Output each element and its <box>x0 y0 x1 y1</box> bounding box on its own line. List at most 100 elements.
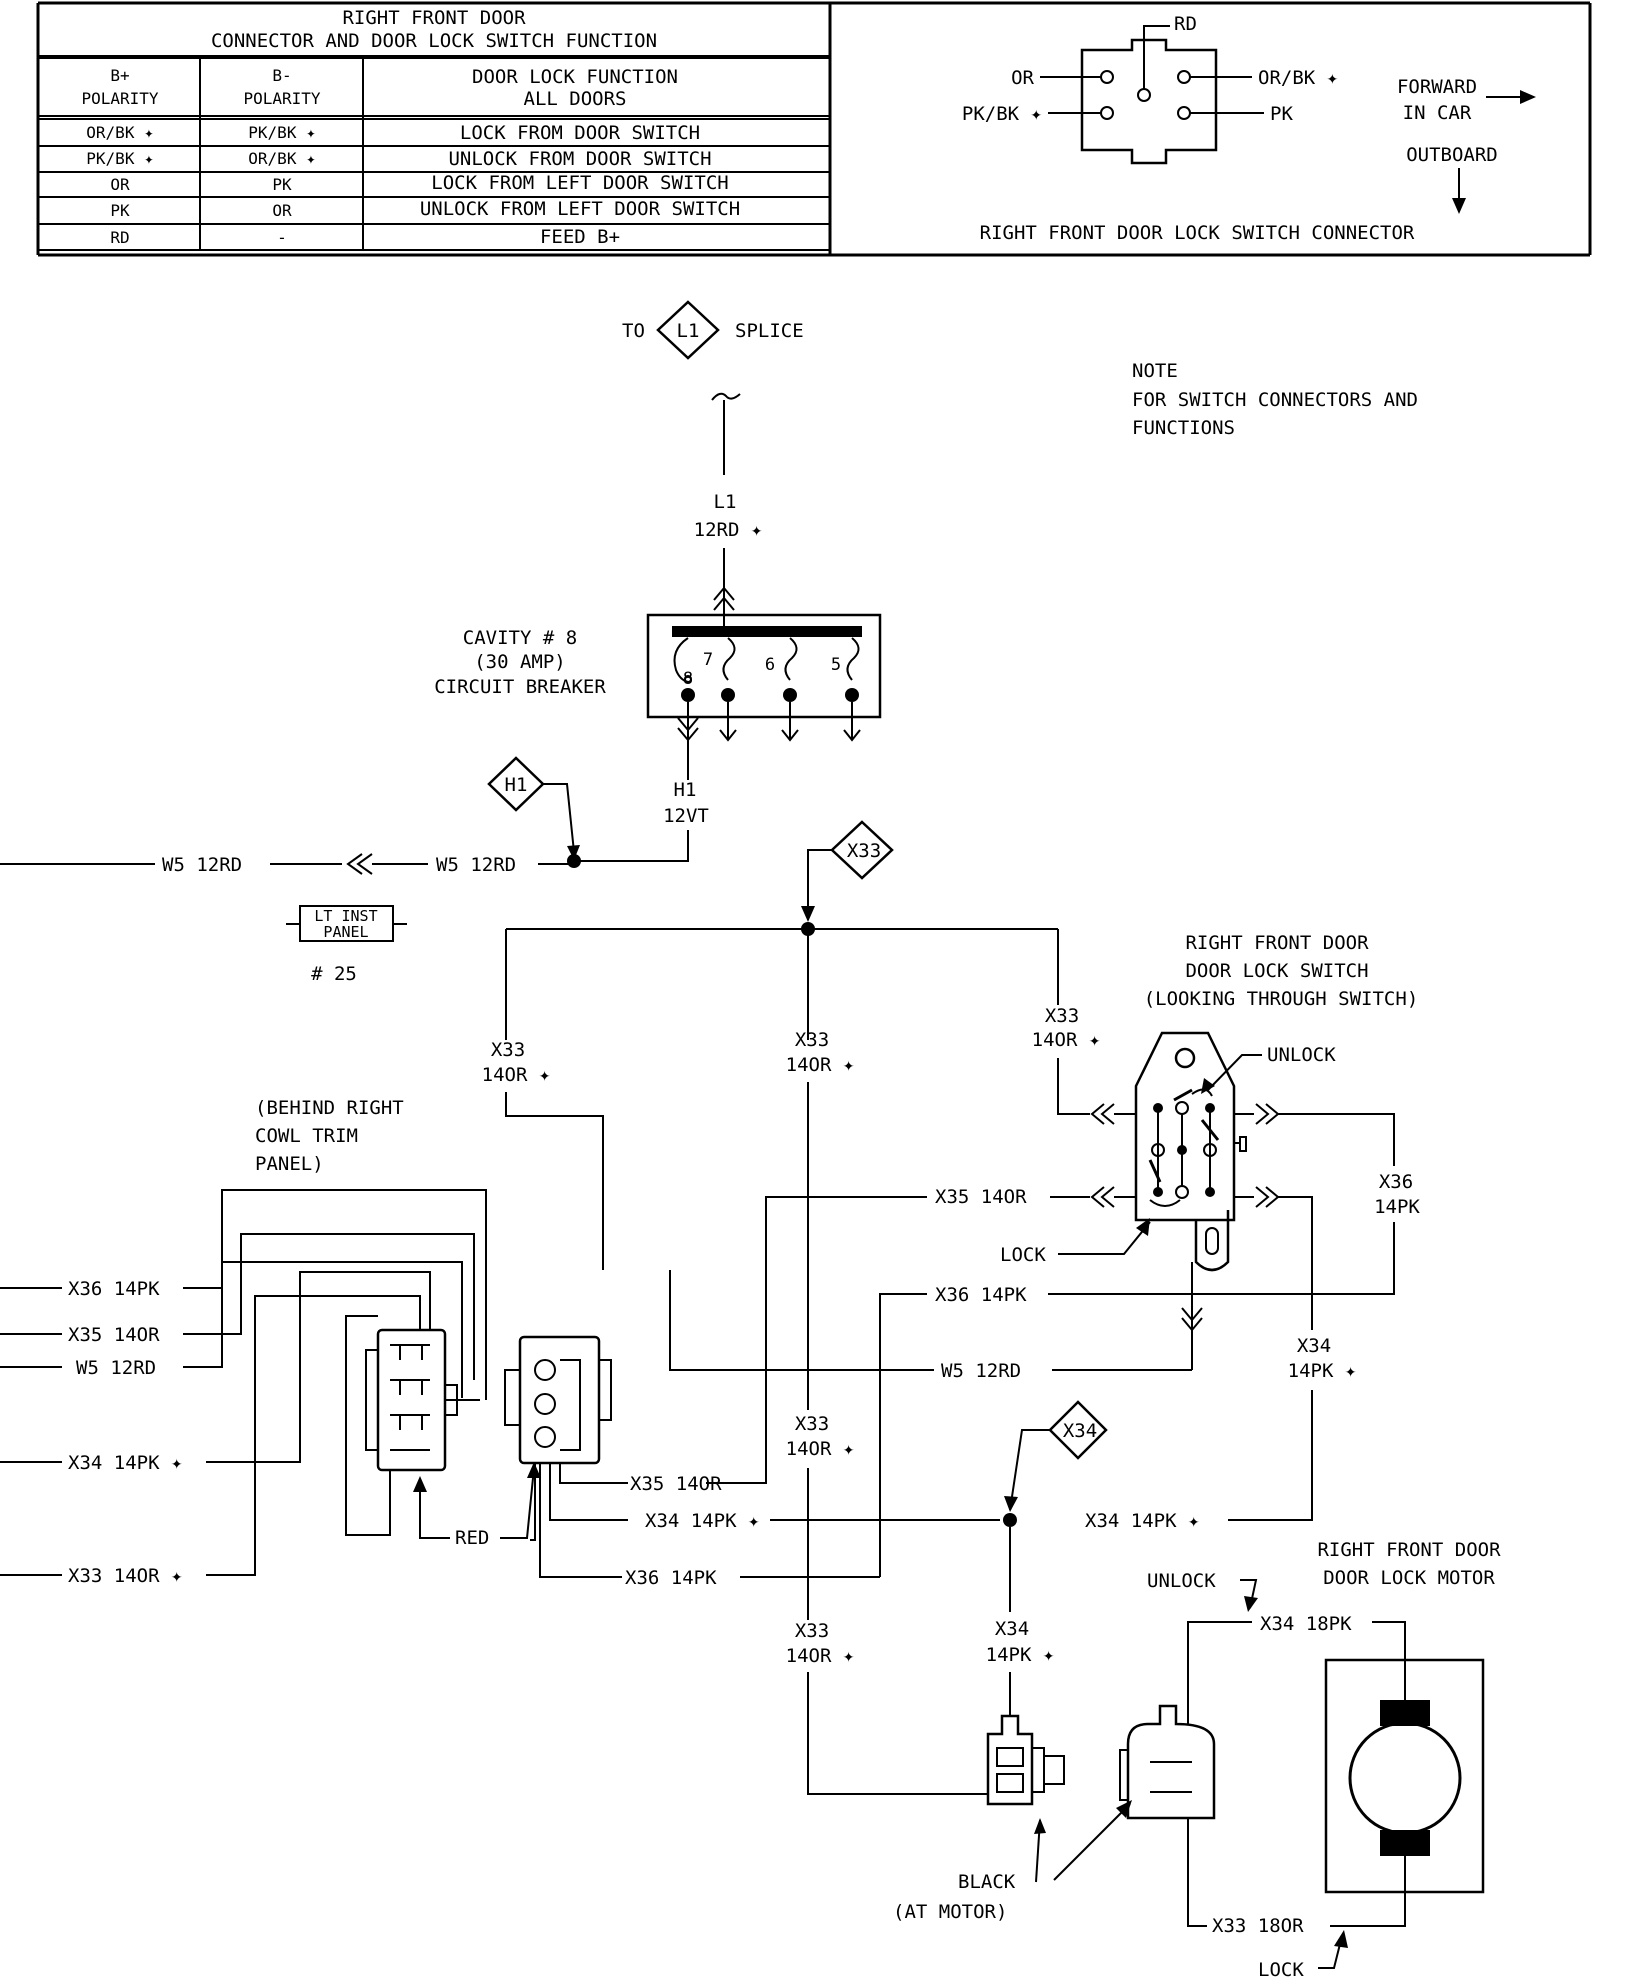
row-2-bminus: OR/BK ✦ <box>248 149 316 168</box>
conn-rd: RD <box>1174 13 1197 35</box>
row-4-bplus: PK <box>110 201 130 220</box>
outboard-label: OUTBOARD <box>1406 144 1498 166</box>
row-4-bminus: OR <box>272 201 292 220</box>
splice-diamond <box>656 300 720 360</box>
h-x34-label: X34 14PK ✦ <box>1085 1510 1200 1532</box>
behind-label-3: PANEL) <box>255 1153 324 1175</box>
x33-mid2-spec: 14OR ✦ <box>786 1438 855 1460</box>
x36-mid-label: X36 14PK <box>935 1284 1027 1306</box>
x34-diamond-label: X34 <box>1063 1420 1097 1442</box>
motor-title-2: DOOR LOCK MOTOR <box>1323 1567 1495 1589</box>
right-connector <box>504 1335 612 1465</box>
black-connector-motor <box>1119 1704 1216 1820</box>
x33-low-id: X33 <box>795 1620 829 1642</box>
note-line-2: FOR SWITCH CONNECTORS AND <box>1132 389 1418 411</box>
panel-label-3: # 25 <box>311 963 357 985</box>
black-label-2: (AT MOTOR) <box>893 1901 1007 1923</box>
note-line-3: FUNCTIONS <box>1132 417 1235 439</box>
left-x35-label: X35 14OR <box>68 1324 160 1346</box>
h1-wire-id: H1 <box>674 779 697 801</box>
panel-label-1: LT INST <box>314 907 377 925</box>
conn-pk: PK <box>1270 103 1293 125</box>
row-5-bminus: - <box>277 228 287 247</box>
l1-wire-id: L1 <box>714 491 737 513</box>
conn-or: OR <box>1011 67 1034 89</box>
connector-caption: RIGHT FRONT DOOR LOCK SWITCH CONNECTOR <box>980 222 1415 244</box>
splice-label: SPLICE <box>735 320 804 342</box>
forward-label-1: FORWARD <box>1397 76 1477 98</box>
row-1-bplus: OR/BK ✦ <box>86 123 154 142</box>
switch-title-1: RIGHT FRONT DOOR <box>1185 932 1369 954</box>
h1-diamond-label: H1 <box>505 774 528 796</box>
conn-orbk: OR/BK ✦ <box>1258 67 1339 89</box>
note-line-1: NOTE <box>1132 360 1178 382</box>
x33-diamond-label: X33 <box>847 840 881 862</box>
x34-right-spec: 14PK ✦ <box>1288 1360 1357 1382</box>
row-5-bplus: RD <box>110 228 129 247</box>
l1-wire-spec: 12RD ✦ <box>694 519 763 541</box>
table-title-2: CONNECTOR AND DOOR LOCK SWITCH FUNCTION <box>211 30 657 52</box>
black-connector-harness <box>986 1714 1065 1806</box>
w5-label-a: W5 12RD <box>162 854 242 876</box>
row-3-function: LOCK FROM LEFT DOOR SWITCH <box>431 172 728 194</box>
center-x36-label: X36 14PK <box>625 1567 717 1589</box>
breaker-term-7: 7 <box>703 650 713 670</box>
h1-diamond <box>487 756 545 812</box>
x33-mid-id: X33 <box>795 1029 829 1051</box>
row-3-bminus: PK <box>272 175 292 194</box>
behind-label-1: (BEHIND RIGHT <box>255 1097 404 1119</box>
header-function-1: DOOR LOCK FUNCTION <box>472 66 678 88</box>
cavity-label-2: (30 AMP) <box>474 651 566 673</box>
switch-connector-view: RD OR OR/BK ✦ PK/BK ✦ PK FORWARD IN CAR … <box>962 13 1536 244</box>
conn-pkbk: PK/BK ✦ <box>962 103 1043 125</box>
x33-left-id: X33 <box>491 1039 525 1061</box>
motor-x33-label: X33 18OR <box>1212 1915 1304 1937</box>
black-label-1: BLACK <box>958 1871 1016 1893</box>
red-label: RED <box>455 1527 489 1549</box>
w5-mid-label: W5 12RD <box>941 1360 1021 1382</box>
breaker-term-6: 6 <box>765 655 775 675</box>
x33-right-id: X33 <box>1045 1005 1079 1027</box>
x34-right-id: X34 <box>1297 1335 1331 1357</box>
switch-title-3: (LOOKING THROUGH SWITCH) <box>1144 988 1419 1010</box>
forward-label-2: IN CAR <box>1403 102 1472 124</box>
x33-mid2-id: X33 <box>795 1413 829 1435</box>
x36-right-spec: 14PK <box>1374 1196 1420 1218</box>
header-bplus-2: POLARITY <box>81 89 158 108</box>
center-x35-label: X35 14OR <box>630 1473 722 1495</box>
table-title-1: RIGHT FRONT DOOR <box>342 7 526 29</box>
panel-label-2: PANEL <box>323 923 368 941</box>
left-x34-label: X34 14PK ✦ <box>68 1452 183 1474</box>
header-function-2: ALL DOORS <box>524 88 627 110</box>
x33-right-spec: 14OR ✦ <box>1032 1029 1101 1051</box>
x35-mid-label: X35 14OR <box>935 1186 1027 1208</box>
splice-to: TO <box>622 320 645 342</box>
row-5-function: FEED B+ <box>540 226 620 248</box>
motor-x34-label: X34 18PK <box>1260 1613 1352 1635</box>
switch-unlock-label: UNLOCK <box>1267 1044 1336 1066</box>
x36-right-id: X36 <box>1379 1171 1413 1193</box>
behind-label-2: COWL TRIM <box>255 1125 358 1147</box>
row-4-function: UNLOCK FROM LEFT DOOR SWITCH <box>420 198 740 220</box>
header-bminus-2: POLARITY <box>243 89 320 108</box>
row-2-bplus: PK/BK ✦ <box>86 149 154 168</box>
x33-diamond <box>830 820 894 880</box>
door-lock-motor <box>1324 1658 1485 1894</box>
motor-title-1: RIGHT FRONT DOOR <box>1317 1539 1501 1561</box>
left-x33-label: X33 14OR ✦ <box>68 1565 183 1587</box>
circuit-breaker: 8 7 6 5 <box>646 613 882 745</box>
cavity-label-3: CIRCUIT BREAKER <box>434 676 606 698</box>
cavity-label-1: CAVITY # 8 <box>463 627 577 649</box>
splice-id: L1 <box>677 320 700 342</box>
function-table: RIGHT FRONT DOOR CONNECTOR AND DOOR LOCK… <box>36 1 1592 257</box>
x33-left-spec: 14OR ✦ <box>482 1064 551 1086</box>
row-2-function: UNLOCK FROM DOOR SWITCH <box>448 148 711 170</box>
lt-inst-panel-ref: LT INST PANEL <box>286 905 407 942</box>
x34-low-id: X34 <box>995 1618 1029 1640</box>
row-3-bplus: OR <box>110 175 130 194</box>
door-lock-switch <box>1134 1031 1247 1272</box>
w5-label-b: W5 12RD <box>436 854 516 876</box>
center-x34-label: X34 14PK ✦ <box>645 1510 760 1532</box>
left-w5-label: W5 12RD <box>76 1357 156 1379</box>
